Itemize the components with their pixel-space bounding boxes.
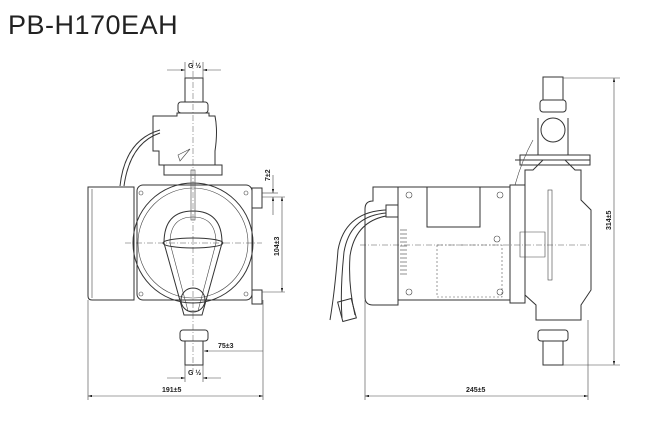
- front-view: G ½ G ½ 75±3 191±5 104±3 7±2: [87, 60, 285, 400]
- outlet-thread-label: G ½: [188, 369, 201, 377]
- inlet-thread-label: G ½: [188, 62, 201, 70]
- dim-length-label: 245±5: [466, 387, 486, 394]
- dim-mount-hole-label: 7±2: [265, 169, 272, 181]
- dim-width-label: 191±5: [162, 387, 182, 394]
- dim-mount-spacing-label: 104±3: [274, 236, 281, 256]
- dim-offset-label: 75±3: [218, 343, 234, 350]
- model-title: PB-H170EAH: [8, 10, 179, 40]
- side-view: 314±5 245±5: [329, 76, 620, 400]
- dim-height-label: 314±5: [606, 210, 613, 230]
